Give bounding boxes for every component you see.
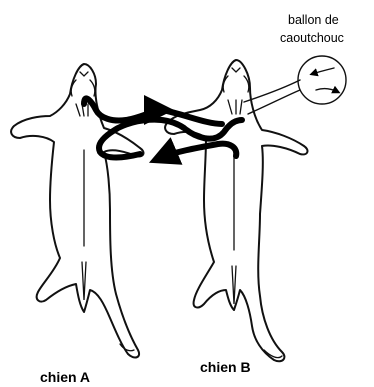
balloon-label-line1: ballon de (288, 13, 339, 27)
dog-b-label: chien B (200, 359, 251, 375)
dog-b-figure (165, 60, 307, 361)
dog-b-neck-lines (228, 100, 242, 114)
dog-a-snout-mark (80, 72, 88, 76)
balloon-tube-upper (244, 80, 300, 102)
dog-a-label: chien A (40, 369, 90, 385)
rubber-balloon (298, 56, 346, 104)
dog-b-snout-mark (232, 68, 240, 72)
balloon-arrow-in (312, 68, 334, 74)
balloon-tube-lower (248, 90, 300, 114)
balloon-label-line2: caoutchouc (280, 31, 344, 45)
dog-b-tail (232, 266, 236, 304)
balloon-arrow-out (316, 89, 338, 92)
dog-a-tail (82, 262, 86, 300)
dog-a-ear-right (90, 80, 95, 96)
tube-lower-return-arrow (160, 144, 236, 158)
rubber-balloon-assembly (244, 56, 346, 114)
dog-a-figure (11, 64, 143, 357)
